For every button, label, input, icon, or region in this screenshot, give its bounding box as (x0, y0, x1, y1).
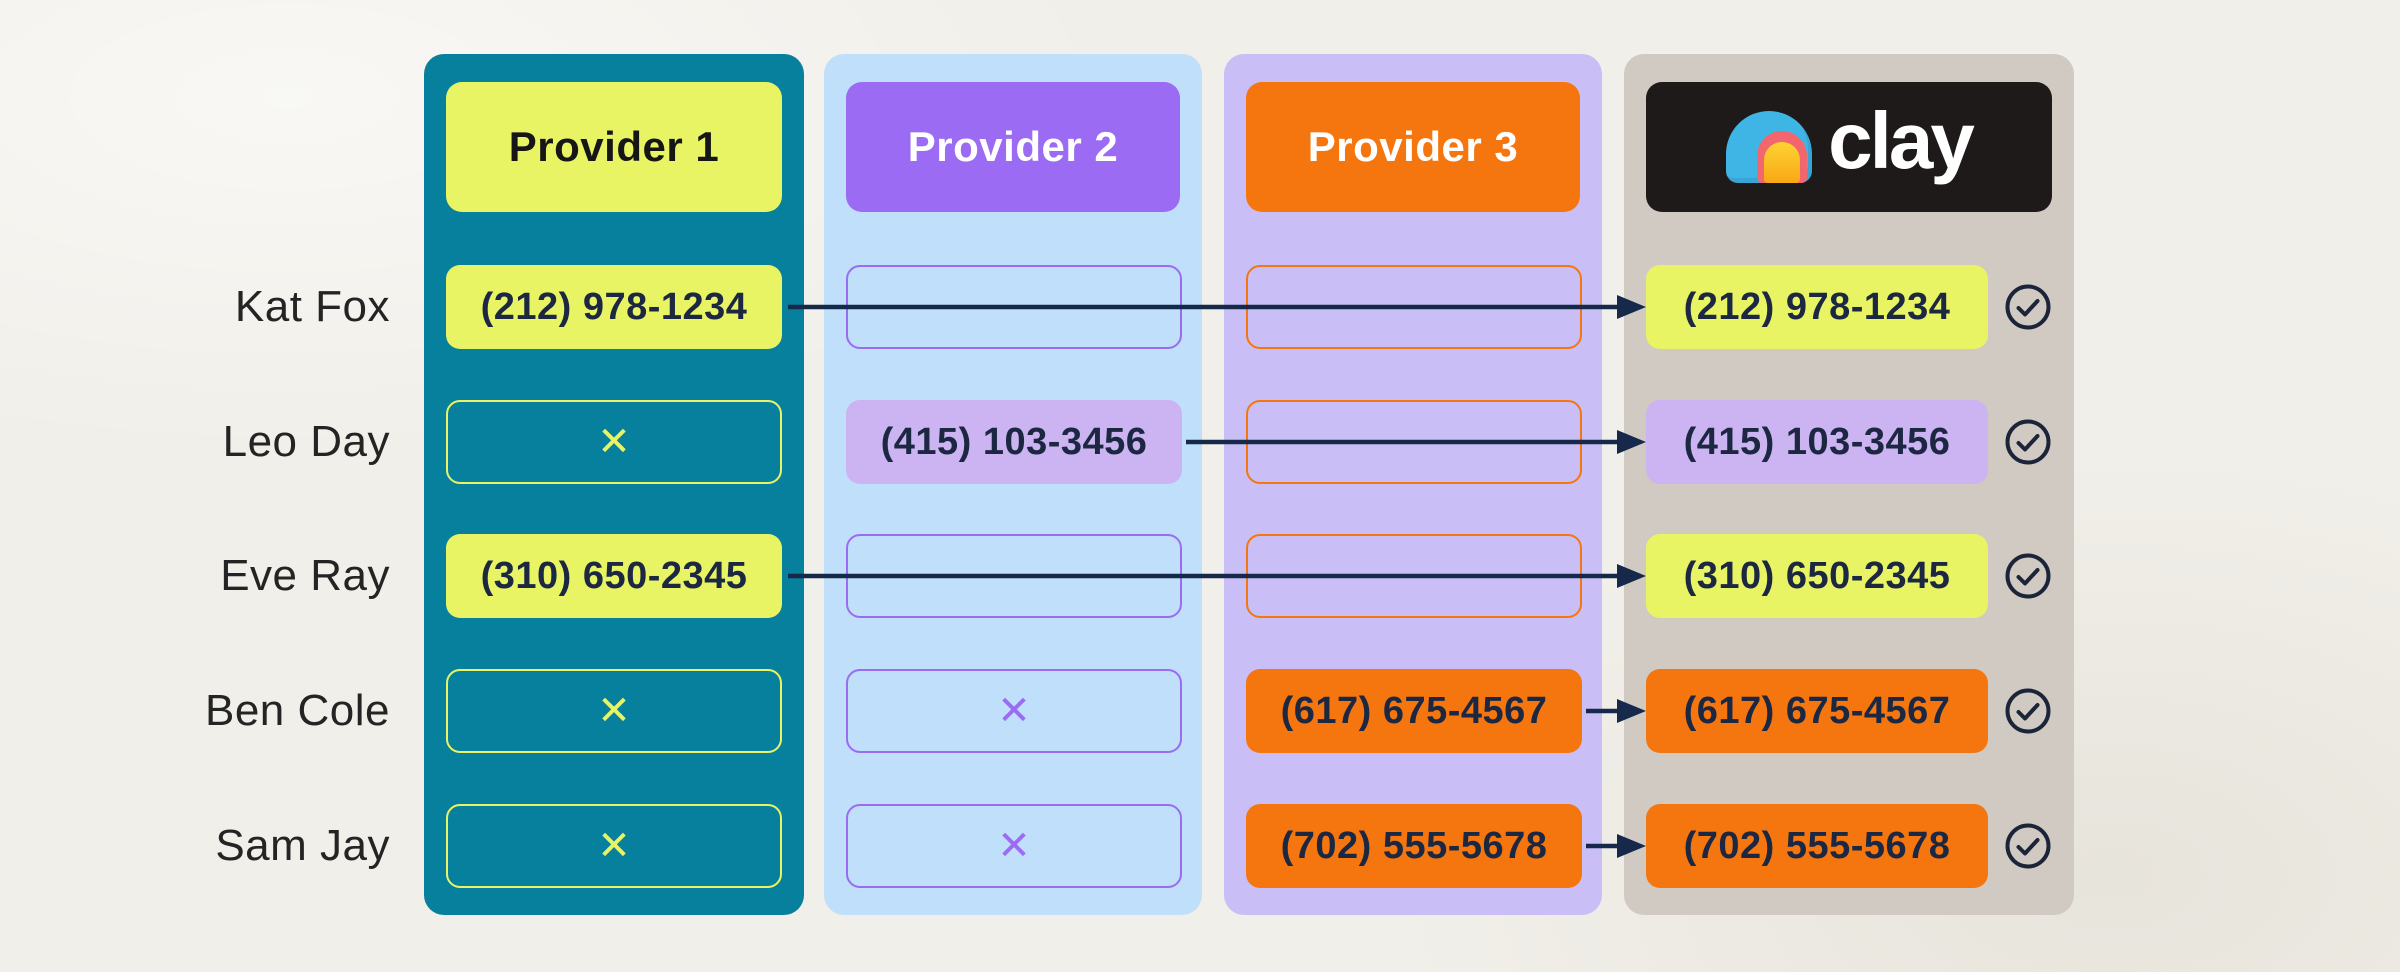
cell-provider1-sam-jay: ✕ (446, 804, 782, 888)
row-label-sam-jay: Sam Jay (215, 821, 390, 870)
cell-provider2-ben-cole: ✕ (846, 669, 1182, 753)
column-provider1: Provider 1 (212) 978-1234 ✕ (310) 650-23… (424, 54, 804, 915)
cell-provider1-kat-fox: (212) 978-1234 (446, 265, 782, 349)
row-label-leo-day: Leo Day (222, 417, 390, 466)
clay-wordmark: clay (1828, 96, 1975, 185)
clay-pill: (702) 555-5678 (1646, 804, 1988, 888)
column-clay: clay (212) 978-1234 (415) 103-3456 (310)… (1624, 54, 2074, 915)
column-header-clay: clay (1646, 82, 2052, 212)
clay-pill: (310) 650-2345 (1646, 534, 1988, 618)
phone-value: (617) 675-4567 (1280, 689, 1548, 732)
cell-provider1-leo-day: ✕ (446, 400, 782, 484)
phone-value: (415) 103-3456 (1683, 420, 1951, 463)
column-header-provider2: Provider 2 (846, 82, 1180, 212)
cell-provider3-leo-day (1246, 400, 1582, 484)
row-label-kat-fox: Kat Fox (234, 282, 390, 331)
phone-value: (212) 978-1234 (1683, 285, 1951, 328)
x-mark-icon: ✕ (597, 420, 631, 464)
cell-provider2-leo-day: (415) 103-3456 (846, 400, 1182, 484)
cell-provider2-sam-jay: ✕ (846, 804, 1182, 888)
phone-value: (415) 103-3456 (880, 420, 1148, 463)
x-mark-icon: ✕ (597, 689, 631, 733)
cell-clay-leo-day: (415) 103-3456 (1646, 400, 2052, 484)
clay-arch-icon (1726, 111, 1813, 183)
clay-logo: clay (1726, 101, 1975, 187)
check-circle-icon (2005, 284, 2051, 330)
cell-clay-ben-cole: (617) 675-4567 (1646, 669, 2052, 753)
clay-pill: (617) 675-4567 (1646, 669, 1988, 753)
column-header-provider3: Provider 3 (1246, 82, 1580, 212)
cell-clay-kat-fox: (212) 978-1234 (1646, 265, 2052, 349)
column-provider3: Provider 3 (617) 675-4567 (702) 555-5678 (1224, 54, 1602, 915)
row-label-eve-ray: Eve Ray (220, 551, 390, 600)
x-mark-icon: ✕ (997, 689, 1031, 733)
check-circle-icon (2005, 553, 2051, 599)
cell-provider3-sam-jay: (702) 555-5678 (1246, 804, 1582, 888)
check-circle-icon (2005, 419, 2051, 465)
phone-value: (310) 650-2345 (1683, 554, 1951, 597)
check-circle-icon (2005, 823, 2051, 869)
phone-value: (310) 650-2345 (480, 554, 748, 597)
cell-provider1-ben-cole: ✕ (446, 669, 782, 753)
clay-pill: (415) 103-3456 (1646, 400, 1988, 484)
phone-value: (702) 555-5678 (1683, 824, 1951, 867)
x-mark-icon: ✕ (597, 824, 631, 868)
x-mark-icon: ✕ (997, 824, 1031, 868)
cell-provider2-kat-fox (846, 265, 1182, 349)
cell-provider3-ben-cole: (617) 675-4567 (1246, 669, 1582, 753)
column-header-provider1: Provider 1 (446, 82, 782, 212)
cell-clay-sam-jay: (702) 555-5678 (1646, 804, 2052, 888)
phone-value: (212) 978-1234 (480, 285, 748, 328)
row-label-ben-cole: Ben Cole (204, 686, 390, 735)
cell-provider3-kat-fox (1246, 265, 1582, 349)
phone-value: (702) 555-5678 (1280, 824, 1548, 867)
cell-clay-eve-ray: (310) 650-2345 (1646, 534, 2052, 618)
column-provider2: Provider 2 (415) 103-3456 ✕ ✕ (824, 54, 1202, 915)
cell-provider2-eve-ray (846, 534, 1182, 618)
phone-value: (617) 675-4567 (1683, 689, 1951, 732)
cell-provider3-eve-ray (1246, 534, 1582, 618)
cell-provider1-eve-ray: (310) 650-2345 (446, 534, 782, 618)
clay-pill: (212) 978-1234 (1646, 265, 1988, 349)
check-circle-icon (2005, 688, 2051, 734)
clay-arch-yellow (1764, 142, 1801, 183)
